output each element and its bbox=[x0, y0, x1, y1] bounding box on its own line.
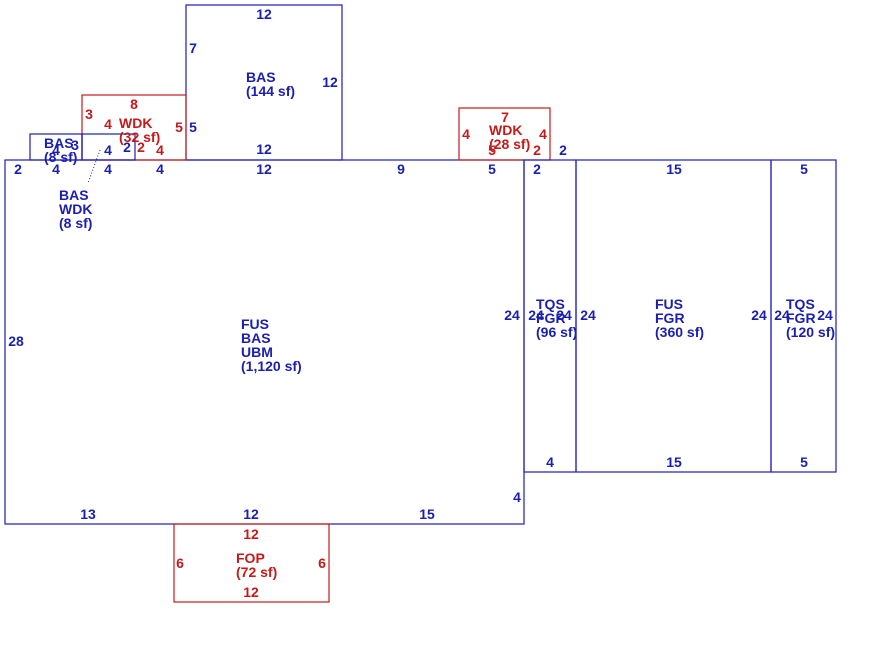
dim-fop-left: 6 bbox=[176, 555, 184, 571]
dim-bas-small-inner-top: 4 bbox=[104, 142, 112, 158]
dim-main-top-7: 5 bbox=[488, 161, 496, 177]
bas-wdk-inner-outline bbox=[81, 133, 136, 161]
dim-fop-bottom: 12 bbox=[243, 584, 259, 600]
main-code-2: BAS bbox=[241, 330, 271, 346]
wdk-right-area-label: WDK (28 sf) bbox=[489, 122, 530, 152]
bas-wdk-code-1: BAS bbox=[59, 187, 89, 203]
bas-top-area-value: (144 sf) bbox=[246, 83, 295, 99]
tqs-left-code-2: FGR bbox=[536, 310, 566, 326]
wdk-left-area-value: (32 sf) bbox=[119, 129, 160, 145]
dim-fus-fgr-bottom: 15 bbox=[666, 454, 682, 470]
bas-wdk-pointer bbox=[87, 149, 101, 184]
dim-bas-top-bottom: 12 bbox=[256, 141, 272, 157]
dim-wdk-right-left: 4 bbox=[462, 126, 470, 142]
tqs-right-code-2: FGR bbox=[786, 310, 816, 326]
dim-tqs-right-right: 24 bbox=[817, 307, 833, 323]
main-code-1: FUS bbox=[241, 316, 269, 332]
dim-bas-top-left: 7 bbox=[189, 40, 197, 56]
bas-top-outline bbox=[185, 4, 343, 161]
fus-fgr-area-value: (360 sf) bbox=[655, 324, 704, 340]
dim-fop-right: 6 bbox=[318, 555, 326, 571]
dim-main-right-1: 24 bbox=[504, 307, 520, 323]
dim-wdk-right-right: 4 bbox=[539, 126, 547, 142]
dim-tqs-right-top: 5 bbox=[800, 161, 808, 177]
wdk-right-area-value: (28 sf) bbox=[489, 136, 530, 152]
bas-small-area-label: BAS (8 sf) bbox=[44, 135, 77, 165]
dim-bas-top-top: 12 bbox=[256, 6, 272, 22]
tqs-right-area-label: TQS FGR (120 sf) bbox=[786, 296, 835, 340]
tqs-right-outline bbox=[770, 159, 837, 473]
dim-main-top-5: 12 bbox=[256, 161, 272, 177]
wdk-right-outline bbox=[458, 107, 551, 161]
main-code-3: UBM bbox=[241, 344, 273, 360]
tqs-left-area-label: TQS FGR (96 sf) bbox=[536, 296, 577, 340]
dim-tqs-left-bottom: 4 bbox=[546, 454, 554, 470]
dim-wdk-left-top: 8 bbox=[130, 96, 138, 112]
bas-wdk-code-2: WDK bbox=[59, 201, 92, 217]
dim-fus-fgr-right: 24 bbox=[751, 307, 767, 323]
dim-tqs-left-top: 2 bbox=[533, 161, 541, 177]
dim-bas-top-right: 12 bbox=[322, 74, 338, 90]
bas-top-area-label: BAS (144 sf) bbox=[246, 69, 295, 99]
fop-area-value: (72 sf) bbox=[236, 564, 277, 580]
wdk-left-area-label: WDK (32 sf) bbox=[119, 115, 160, 145]
dim-main-bottom-3: 15 bbox=[419, 506, 435, 522]
dim-main-top-6: 9 bbox=[397, 161, 405, 177]
dim-main-top-1: 2 bbox=[14, 161, 22, 177]
tqs-right-area-value: (120 sf) bbox=[786, 324, 835, 340]
dim-wdk-right-outer: 2 bbox=[559, 142, 567, 158]
dim-fop-top: 12 bbox=[243, 526, 259, 542]
main-area-label: FUS BAS UBM (1,120 sf) bbox=[241, 316, 302, 374]
dim-bas-small-inner-right: 2 bbox=[123, 139, 131, 155]
dim-wdk-right-bottom-right: 2 bbox=[533, 142, 541, 158]
dim-tqs-left-left: 24 bbox=[528, 307, 544, 323]
fus-fgr-area-label: FUS FGR (360 sf) bbox=[655, 296, 704, 340]
dim-wdk-right-bottom-left: 5 bbox=[488, 142, 496, 158]
dim-main-top-2: 4 bbox=[52, 161, 60, 177]
wdk-right-code: WDK bbox=[489, 122, 522, 138]
dim-tqs-left-right: 24 bbox=[556, 307, 572, 323]
dim-main-left: 28 bbox=[8, 333, 24, 349]
tqs-left-code-1: TQS bbox=[536, 296, 565, 312]
dim-wdk-left-inner-3: 4 bbox=[156, 142, 164, 158]
dim-wdk-right-top: 7 bbox=[501, 109, 509, 125]
wdk-left-code: WDK bbox=[119, 115, 152, 131]
dim-wdk-left-inner-1: 4 bbox=[104, 116, 112, 132]
fop-outline bbox=[173, 523, 330, 603]
dim-wdk-left-inner-2: 2 bbox=[137, 139, 145, 155]
dim-wdk-left-left: 3 bbox=[85, 106, 93, 122]
tqs-left-area-value: (96 sf) bbox=[536, 324, 577, 340]
dim-wdk-left-right: 5 bbox=[175, 119, 183, 135]
dim-tqs-right-left: 24 bbox=[774, 307, 790, 323]
dim-bas-small-right: 3 bbox=[71, 137, 79, 153]
bas-wdk-area-value: (8 sf) bbox=[59, 215, 92, 231]
fus-fgr-code-2: FGR bbox=[655, 310, 685, 326]
fop-code: FOP bbox=[236, 550, 265, 566]
bas-wdk-area-label: BAS WDK (8 sf) bbox=[59, 187, 96, 231]
dim-main-bottom-1: 13 bbox=[80, 506, 96, 522]
dim-main-top-3: 4 bbox=[104, 161, 112, 177]
dim-main-top-4: 4 bbox=[156, 161, 164, 177]
dim-bas-small-left: 4 bbox=[52, 142, 60, 158]
dim-fus-fgr-left: 24 bbox=[580, 307, 596, 323]
bas-top-code: BAS bbox=[246, 69, 276, 85]
dim-bas-top-left-low: 5 bbox=[189, 119, 197, 135]
fus-fgr-code-1: FUS bbox=[655, 296, 683, 312]
dim-fus-fgr-top: 15 bbox=[666, 161, 682, 177]
dim-tqs-right-bottom: 5 bbox=[800, 454, 808, 470]
tqs-right-code-1: TQS bbox=[786, 296, 815, 312]
main-area-value: (1,120 sf) bbox=[241, 358, 302, 374]
bas-small-area-value: (8 sf) bbox=[44, 149, 77, 165]
fop-area-label: FOP (72 sf) bbox=[236, 550, 277, 580]
bas-small-code: BAS bbox=[44, 135, 74, 151]
dim-main-bottom-2: 12 bbox=[243, 506, 259, 522]
dim-main-right-2: 4 bbox=[513, 489, 521, 505]
